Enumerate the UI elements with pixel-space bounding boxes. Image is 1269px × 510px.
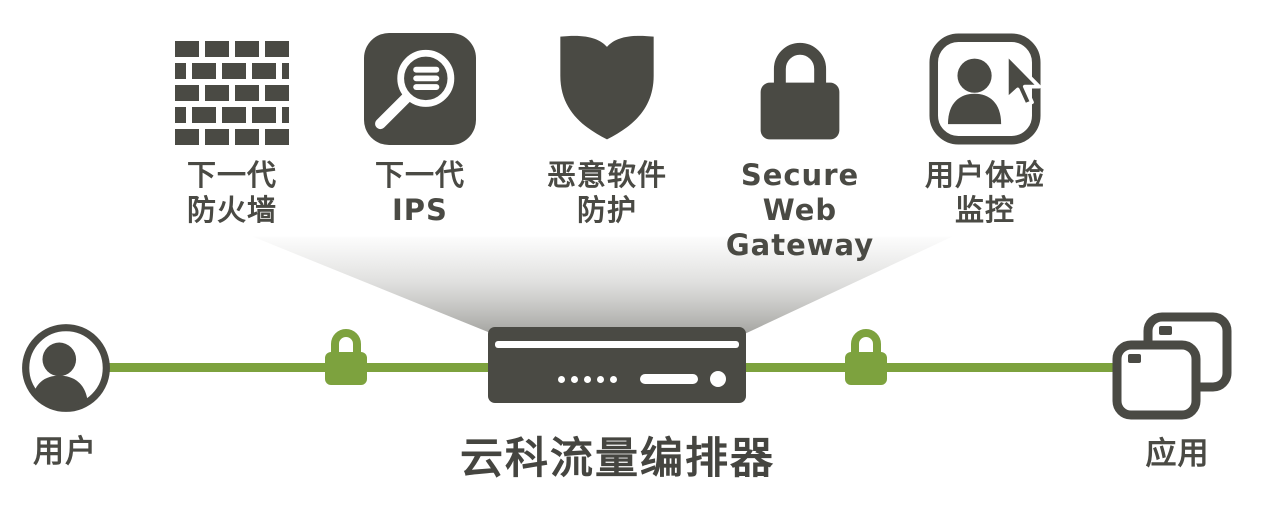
service-label-line: 防护 — [576, 192, 637, 227]
user-person-circle-icon — [18, 320, 114, 416]
service-label-line: 用户体验 — [924, 158, 1045, 192]
appliance-led — [571, 376, 578, 383]
service-next-gen-ips: 下一代 IPS — [325, 25, 515, 228]
service-label: 用户体验 监控 — [925, 158, 1045, 228]
appliance-drive-bay — [640, 374, 698, 384]
ips-magnifier-icon — [364, 25, 476, 145]
malware-shield-icon — [551, 25, 663, 145]
applications-windows-icon — [1112, 312, 1232, 422]
user-experience-monitor-icon — [929, 25, 1041, 145]
service-label: 恶意软件 防护 — [547, 158, 667, 228]
service-label: Secure Web Gateway — [705, 158, 895, 262]
green-lock-icon — [318, 321, 374, 389]
service-label-line: 恶意软件 — [546, 158, 667, 192]
service-label-line: 防火墙 — [186, 192, 277, 227]
service-label-line: IPS — [392, 192, 448, 227]
appliance-led — [597, 376, 604, 383]
traffic-orchestrator-appliance-icon — [488, 327, 746, 403]
green-lock-icon — [838, 321, 894, 389]
appliance-slot — [495, 341, 739, 348]
service-next-gen-firewall: 下一代 防火墙 — [137, 25, 327, 228]
secure-gateway-lock-icon — [746, 25, 854, 145]
user-label: 用户 — [33, 434, 97, 470]
service-label-line: 下一代 — [186, 158, 277, 192]
service-label: 下一代 防火墙 — [187, 158, 277, 228]
appliance-led — [610, 376, 617, 383]
appliance-power-button — [710, 371, 726, 387]
appliance-led — [558, 376, 565, 383]
service-malware-protection: 恶意软件 防护 — [512, 25, 702, 228]
service-label-line: 监控 — [954, 192, 1015, 227]
service-label-line: 下一代 — [374, 158, 465, 192]
orchestrator-label: 云科流量编排器 — [460, 434, 775, 484]
service-secure-web-gateway: Secure Web Gateway — [705, 25, 895, 262]
appliance-led — [584, 376, 591, 383]
service-label-line: Secure Web — [740, 158, 860, 227]
firewall-brick-icon — [175, 25, 289, 145]
service-label: 下一代 IPS — [375, 158, 465, 228]
service-label-line: Gateway — [725, 227, 875, 262]
applications-label: 应用 — [1145, 436, 1210, 472]
service-user-experience-monitoring: 用户体验 监控 — [890, 25, 1080, 228]
